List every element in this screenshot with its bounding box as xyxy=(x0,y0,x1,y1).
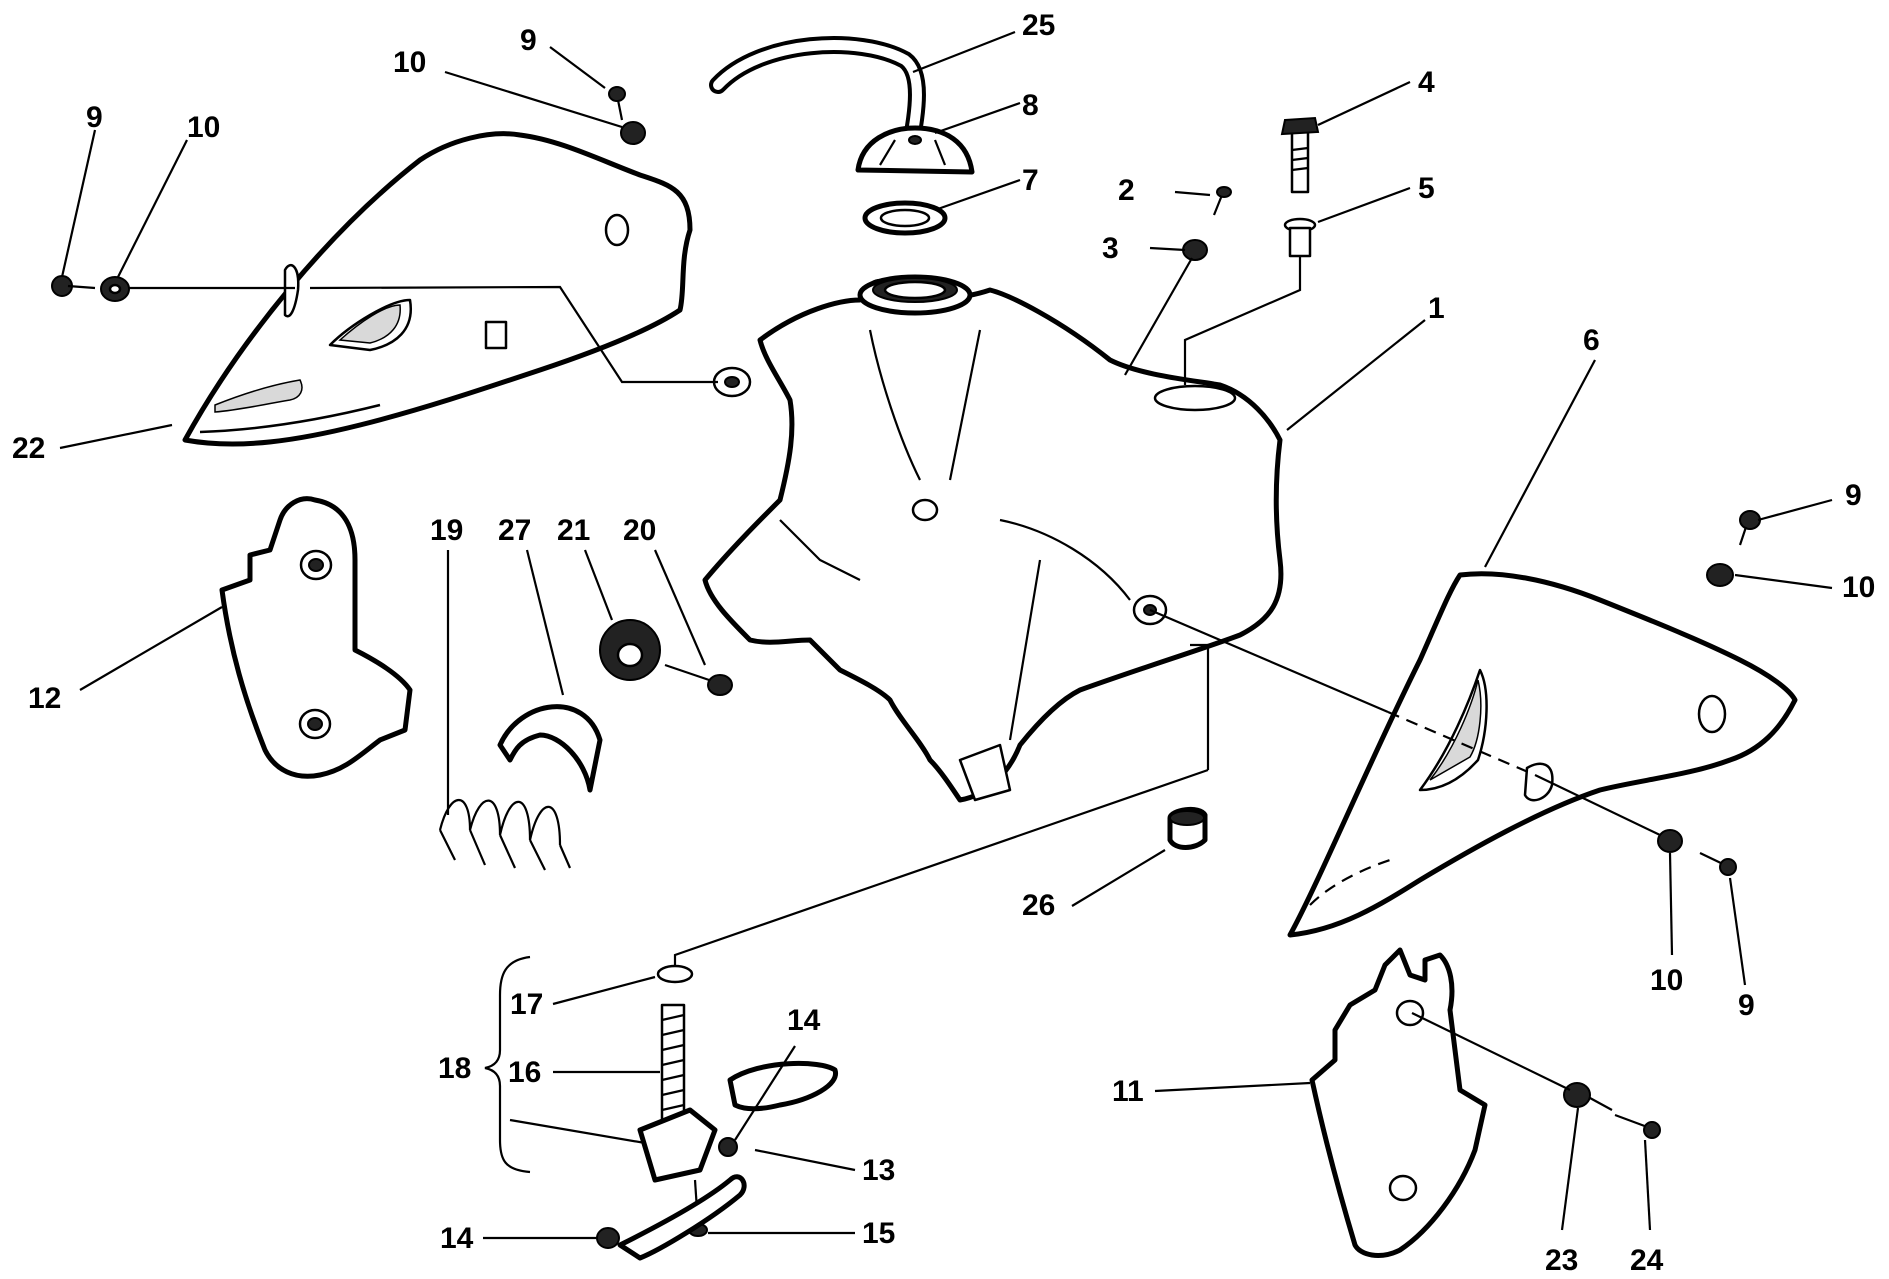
callout-11: 11 xyxy=(1112,1075,1144,1108)
screw-part xyxy=(608,86,626,121)
callout-2: 2 xyxy=(1118,174,1135,207)
washer-part xyxy=(1563,1082,1591,1108)
callout-7: 7 xyxy=(1022,164,1039,197)
callout-9-right-top: 9 xyxy=(1845,479,1862,512)
screw-part xyxy=(1738,510,1761,546)
callout-16: 16 xyxy=(508,1056,541,1089)
callout-labels: 25 8 7 4 5 2 3 1 6 9 10 10 9 26 17 16 18… xyxy=(12,9,1875,1277)
hose-clamp-part xyxy=(596,1227,620,1249)
callout-27: 27 xyxy=(498,514,531,547)
callout-10-right-top: 10 xyxy=(1842,571,1875,604)
washer-part xyxy=(100,276,130,302)
left-side-panel-part xyxy=(182,131,693,447)
spacer-part xyxy=(1283,217,1317,258)
callout-8: 8 xyxy=(1022,89,1039,122)
bottom-grommet-part xyxy=(1167,806,1208,850)
callout-6: 6 xyxy=(1583,324,1600,357)
callout-22: 22 xyxy=(12,432,45,465)
callout-18: 18 xyxy=(438,1052,471,1085)
callout-14-bottom: 14 xyxy=(440,1222,474,1255)
callout-25: 25 xyxy=(1022,9,1055,42)
callout-5: 5 xyxy=(1418,172,1435,205)
washer-part xyxy=(620,121,646,145)
washer-part xyxy=(1706,563,1734,587)
rubber-grommet-part xyxy=(599,619,661,681)
spring-part xyxy=(438,799,572,871)
callout-19: 19 xyxy=(430,514,463,547)
fuel-tap-part xyxy=(637,964,838,1183)
callout-10-left: 10 xyxy=(187,111,220,144)
screw-part xyxy=(1614,1113,1661,1139)
fuel-hose-part xyxy=(617,1174,747,1261)
u-clip-part xyxy=(497,704,603,793)
tank-bolt-part xyxy=(1280,116,1320,194)
washer-part xyxy=(1657,829,1683,853)
callout-3: 3 xyxy=(1102,232,1119,265)
callout-10-right-bottom: 10 xyxy=(1650,964,1683,997)
callout-20: 20 xyxy=(623,514,656,547)
fuel-tank-part xyxy=(702,274,1284,803)
small-screw-part xyxy=(1212,186,1232,216)
leader-lines xyxy=(59,30,1833,1240)
filler-cap-part xyxy=(855,125,975,175)
bolt-part xyxy=(664,663,733,696)
callout-13: 13 xyxy=(862,1154,895,1187)
screw-part xyxy=(1699,852,1737,876)
callout-4: 4 xyxy=(1418,66,1435,99)
callout-12: 12 xyxy=(28,682,61,715)
callout-9-left: 9 xyxy=(86,101,103,134)
vent-hose-part xyxy=(709,36,926,159)
left-bracket-part xyxy=(219,496,413,779)
screw-part xyxy=(51,275,96,297)
callout-9-top: 9 xyxy=(520,24,537,57)
small-nut-part xyxy=(1182,239,1208,261)
callout-15: 15 xyxy=(862,1217,895,1250)
callout-9-right-bottom: 9 xyxy=(1738,989,1755,1022)
callout-21: 21 xyxy=(557,514,590,547)
right-bracket-part xyxy=(1309,947,1488,1258)
cap-gasket-part xyxy=(862,200,948,236)
callout-24: 24 xyxy=(1630,1244,1664,1277)
callout-17: 17 xyxy=(510,988,543,1021)
right-side-panel-part xyxy=(1287,571,1798,938)
callout-26: 26 xyxy=(1022,889,1055,922)
callout-23: 23 xyxy=(1545,1244,1578,1277)
callout-1: 1 xyxy=(1428,292,1445,325)
callout-10-top: 10 xyxy=(393,46,426,79)
callout-14-top: 14 xyxy=(787,1004,821,1037)
